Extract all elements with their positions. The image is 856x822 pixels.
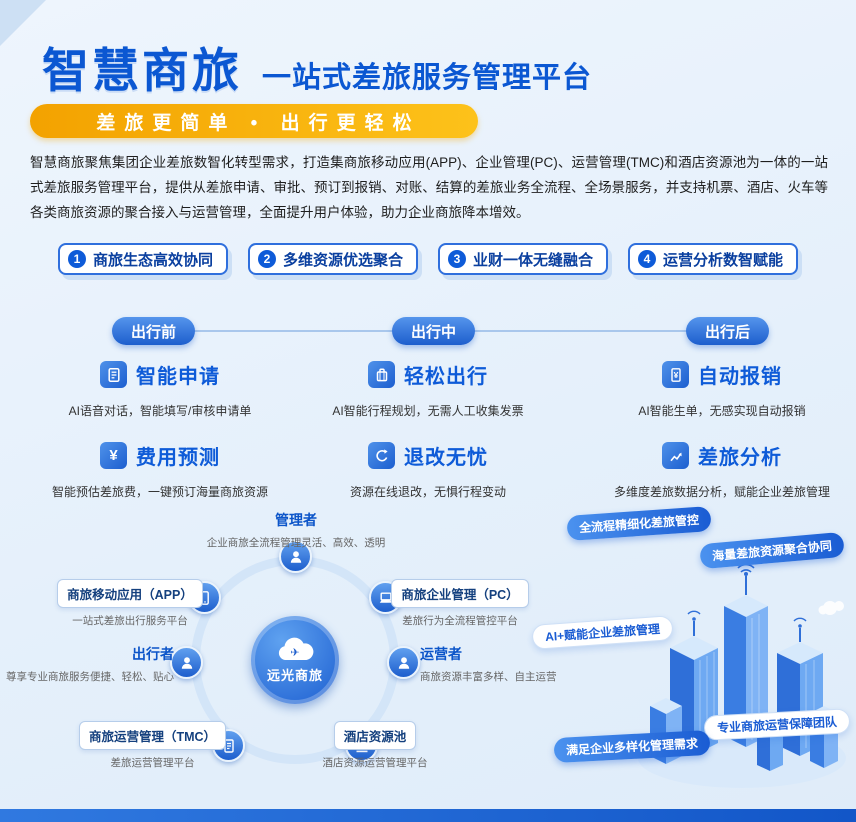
feature-refund-free: 退改无忧 — [368, 441, 488, 470]
feature-easy-travel: 轻松出行 — [368, 360, 488, 389]
operator-label: 运营者 商旅资源丰富多样、自主运营 — [420, 644, 600, 684]
node-title: 商旅移动应用（APP） — [57, 579, 203, 608]
badge-label: 运营分析数智赋能 — [663, 251, 784, 269]
node-title: 出行者 — [132, 646, 174, 662]
node-desc: 一站式差旅出行服务平台 — [72, 615, 188, 627]
node-desc: 差旅运营管理平台 — [110, 757, 195, 769]
node-desc: 企业商旅全流程管理灵活、高效、透明 — [206, 537, 386, 549]
stage-pill-after-trip: 出行后 — [686, 317, 770, 345]
manager-node — [279, 540, 312, 573]
stage-pill-before-trip: 出行前 — [112, 317, 196, 345]
page-title: 智慧商旅 — [42, 44, 242, 97]
node-desc: 差旅行为全流程管控平台 — [402, 615, 518, 627]
feature-desc: AI语音对话，智能填写/审核申请单 — [68, 404, 252, 418]
badge-number: 4 — [638, 250, 657, 268]
svg-text:✈: ✈ — [290, 647, 299, 659]
feature-badge-4: 4 运营分析数智赋能 — [628, 243, 799, 275]
badge-number: 2 — [257, 250, 276, 268]
cloud-plane-icon: ✈ — [278, 637, 314, 660]
feature-title: 轻松出行 — [404, 366, 488, 388]
feature-desc: 多维度差旅数据分析，赋能企业差旅管理 — [613, 485, 830, 499]
node-title: 商旅运营管理（TMC） — [78, 721, 227, 750]
feature-desc: AI智能生单，无感实现自动报销 — [638, 404, 806, 418]
feature-desc: 资源在线退改，无惧行程变动 — [349, 485, 506, 499]
laptop-icon — [379, 592, 392, 603]
node-desc: 商旅资源丰富多样、自主运营 — [420, 671, 557, 683]
slogan-banner: 差旅更简单 • 出行更轻松 — [30, 104, 478, 138]
traveler-label: 出行者 尊享专业商旅服务便捷、轻松、贴心 — [0, 644, 174, 684]
header: 智慧商旅 一站式差旅服务管理平台 — [42, 32, 592, 101]
luggage-icon — [368, 361, 395, 388]
node-title: 管理者 — [275, 512, 317, 528]
node-desc: 尊享专业商旅服务便捷、轻松、贴心 — [6, 671, 174, 683]
traveler-node — [170, 646, 203, 679]
node-title: 商旅企业管理（PC） — [391, 579, 529, 608]
stage-column-after-trip: ¥ 自动报销 AI智能生单，无感实现自动报销 差旅分析 多维度差旅数据分析，赋能… — [582, 360, 856, 522]
footer-bar — [0, 809, 856, 822]
manager-label: 管理者 企业商旅全流程管理灵活、高效、透明 — [186, 510, 406, 550]
page-subtitle: 一站式差旅服务管理平台 — [262, 62, 593, 94]
feature-title: 费用预测 — [136, 447, 220, 469]
ecosystem-center-label: 远光商旅 — [266, 667, 323, 683]
badge-number: 3 — [448, 250, 466, 268]
badge-number: 1 — [67, 250, 86, 268]
stage-pill-during-trip: 出行中 — [392, 317, 476, 345]
svg-text:¥: ¥ — [673, 370, 678, 380]
receipt-icon: ¥ — [662, 361, 689, 388]
tmc-label: 商旅运营管理（TMC） 差旅运营管理平台 — [60, 721, 245, 770]
feature-badge-2: 2 多维资源优选聚合 — [247, 243, 418, 275]
node-desc: 酒店资源运营管理平台 — [322, 757, 428, 769]
intro-paragraph: 智慧商旅聚焦集团企业差旅数智化转型需求，打造集商旅移动应用(APP)、企业管理(… — [30, 155, 828, 220]
operator-node — [387, 646, 420, 679]
feature-badge-3: 3 业财一体无缝融合 — [438, 243, 609, 275]
pc-label: 商旅企业管理（PC） 差旅行为全流程管控平台 — [366, 579, 554, 628]
feature-title: 差旅分析 — [698, 447, 782, 469]
person-icon — [398, 656, 409, 669]
analysis-icon — [662, 442, 689, 469]
feature-title: 自动报销 — [698, 366, 782, 388]
node-title: 运营者 — [420, 646, 462, 662]
feature-badge-1: 1 商旅生态高效协同 — [57, 243, 228, 275]
refund-icon — [368, 442, 395, 469]
person-icon — [181, 656, 192, 669]
stage-column-during-trip: 轻松出行 AI智能行程规划，无需人工收集发票 退改无忧 资源在线退改，无惧行程变… — [288, 360, 568, 522]
ecosystem-center: ✈ 远光商旅 — [251, 616, 339, 704]
form-icon — [100, 361, 127, 388]
feature-desc: AI智能行程规划，无需人工收集发票 — [332, 404, 524, 418]
feature-cost-forecast: ¥ 费用预测 — [100, 441, 220, 470]
cost-icon: ¥ — [100, 442, 127, 469]
feature-title: 智能申请 — [136, 366, 220, 388]
badge-label: 多维资源优选聚合 — [282, 251, 403, 269]
feature-auto-expense: ¥ 自动报销 — [662, 360, 782, 389]
feature-title: 退改无忧 — [404, 447, 488, 469]
feature-travel-analysis: 差旅分析 — [662, 441, 782, 470]
feature-badges: 1 商旅生态高效协同 2 多维资源优选聚合 3 业财一体无缝融合 4 运营分析数… — [0, 243, 856, 275]
stage-column-before-trip: 智能申请 AI语音对话，智能填写/审核申请单 ¥ 费用预测 智能预估差旅费，一键… — [20, 360, 300, 522]
feature-smart-apply: 智能申请 — [100, 360, 220, 389]
city-illustration — [638, 563, 846, 788]
feature-desc: 智能预估差旅费，一键预订海量商旅资源 — [51, 485, 268, 499]
corner-decoration — [0, 0, 46, 46]
badge-label: 业财一体无缝融合 — [473, 251, 594, 269]
badge-label: 商旅生态高效协同 — [92, 251, 213, 269]
hotel-label: 酒店资源池 酒店资源运营管理平台 — [290, 721, 460, 770]
node-title: 酒店资源池 — [333, 721, 417, 750]
person-icon — [290, 550, 301, 563]
app-label: 商旅移动应用（APP） 一站式差旅出行服务平台 — [36, 579, 224, 628]
